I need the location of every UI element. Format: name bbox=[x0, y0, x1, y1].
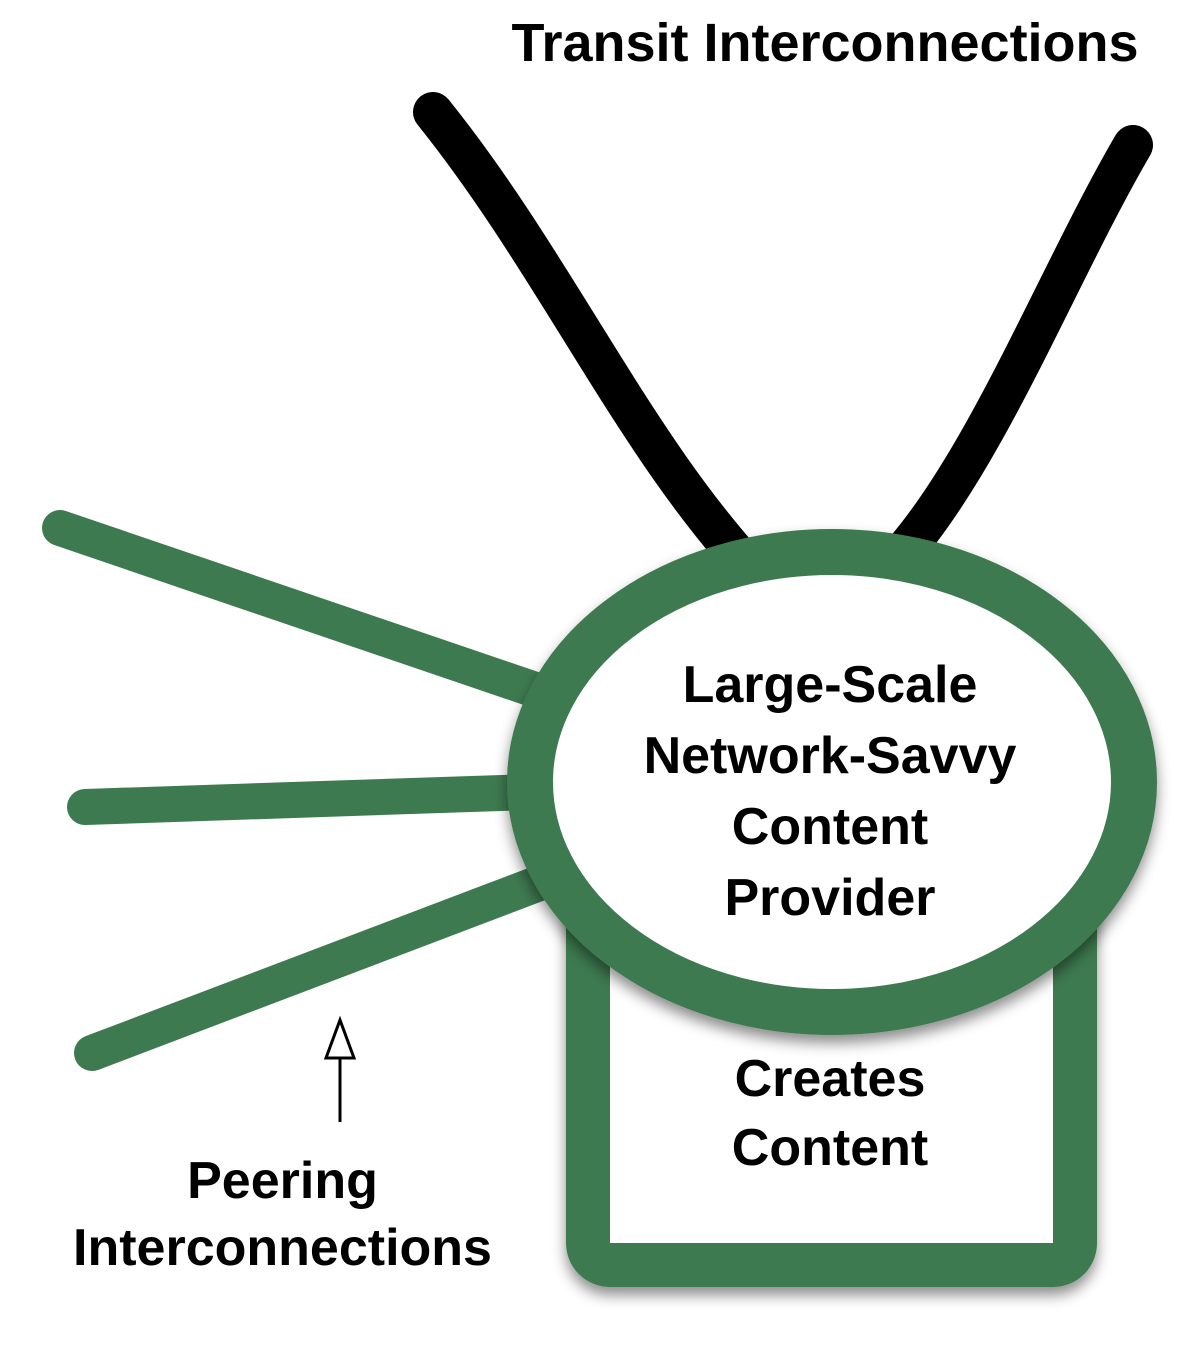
peering-pointer-arrow-head bbox=[323, 1015, 357, 1060]
content-provider-label: Large-Scale Network-Savvy Content Provid… bbox=[560, 650, 1100, 934]
content-provider-label-line-4: Provider bbox=[724, 869, 936, 927]
peering-interconnections-label: Peering Interconnections bbox=[20, 1148, 545, 1282]
content-provider-label-line-1: Large-Scale bbox=[682, 656, 978, 714]
creates-content-label-line-1: Creates bbox=[734, 1050, 926, 1108]
content-provider-label-line-2: Network-Savvy bbox=[643, 727, 1017, 785]
peering-link-bottom bbox=[74, 842, 618, 1071]
creates-content-label-line-2: Content bbox=[731, 1119, 929, 1177]
peering-label-line-2: Interconnections bbox=[73, 1219, 492, 1277]
content-provider-node bbox=[507, 529, 1157, 1035]
peering-label-line-1: Peering bbox=[187, 1152, 378, 1210]
peering-link-middle bbox=[67, 772, 608, 825]
creates-content-label: Creates Content bbox=[610, 1045, 1050, 1183]
peering-link-top bbox=[42, 510, 618, 730]
content-provider-label-line-3: Content bbox=[731, 798, 929, 856]
transit-interconnections-label: Transit Interconnections bbox=[511, 13, 1139, 73]
